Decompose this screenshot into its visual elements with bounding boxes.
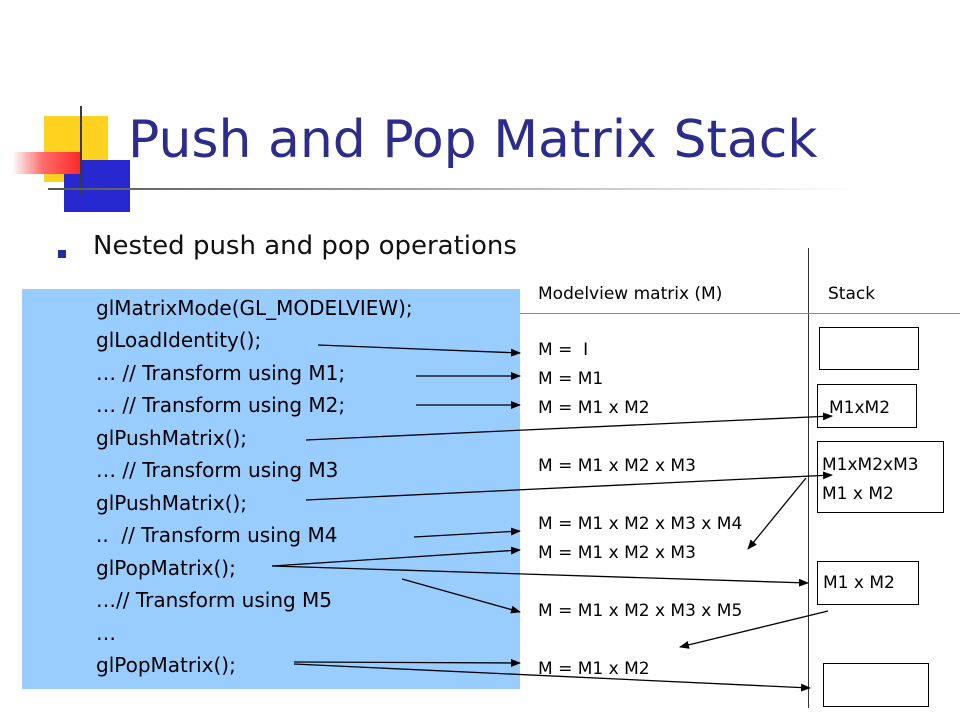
code-line: … // Transform using M1; xyxy=(96,361,346,385)
modelview-line: M = M1 x M2 x M3 xyxy=(538,456,696,476)
code-line: …// Transform using M5 xyxy=(96,588,333,612)
logo-vertical-line xyxy=(80,106,82,196)
arrow-pop1-to-stack xyxy=(271,565,809,587)
modelview-line: M = M1 x M2 xyxy=(538,398,650,418)
modelview-line: M = I xyxy=(538,340,589,360)
code-line: glMatrixMode(GL_MODELVIEW); xyxy=(96,296,413,320)
modelview-line: M = M1 x M2 x M3 x M5 xyxy=(538,601,743,621)
stack-entry-m1m2: M1 x M2 xyxy=(822,484,894,504)
arrow-stack-to-m xyxy=(747,477,807,550)
header-divider xyxy=(520,313,960,314)
code-line: … xyxy=(96,621,116,645)
code-line: glPopMatrix(); xyxy=(96,556,236,580)
code-line: glLoadIdentity(); xyxy=(96,328,262,352)
stack-divider-vertical xyxy=(808,248,809,708)
code-line: .. // Transform using M4 xyxy=(96,523,338,547)
arrow-push2 xyxy=(305,471,833,501)
bullet-marker xyxy=(58,250,66,258)
code-line: … // Transform using M3 xyxy=(96,458,339,482)
modelview-header: Modelview matrix (M) xyxy=(538,284,723,304)
stack-box-after-pop xyxy=(817,561,919,605)
stack-box-after-pop-label: M1 x M2 xyxy=(823,573,895,593)
bullet-text: Nested push and pop operations xyxy=(93,231,517,261)
logo-red-glow xyxy=(12,152,80,174)
arrow-loadidentity xyxy=(317,344,521,357)
modelview-line: M = M1 x M2 x M3 xyxy=(538,543,696,563)
stack-entry-m1m2m3: M1xM2xM3 xyxy=(822,455,919,475)
arrow-m5 xyxy=(401,578,521,614)
stack-box-empty-bottom xyxy=(823,663,929,707)
stack-box-m1m2-label: M1xM2 xyxy=(829,398,891,418)
title-underline xyxy=(48,188,858,190)
arrow-pop2-to-empty xyxy=(293,663,811,692)
arrow-m4 xyxy=(413,527,521,538)
arrow-pop2-to-stack xyxy=(679,610,829,649)
stack-box-m1m2 xyxy=(817,384,917,428)
code-line: glPushMatrix(); xyxy=(96,491,248,515)
code-panel xyxy=(22,289,520,689)
code-line: … // Transform using M2; xyxy=(96,393,346,417)
stack-box-two-entries xyxy=(817,441,944,513)
arrow-pop1-to-m xyxy=(271,546,521,567)
modelview-line: M = M1 x M2 xyxy=(538,659,650,679)
code-line: glPopMatrix(); xyxy=(96,653,236,677)
modelview-line: M = M1 xyxy=(538,369,604,389)
arrow-push1 xyxy=(305,412,833,441)
slide-title: Push and Pop Matrix Stack xyxy=(128,110,818,170)
modelview-line: M = M1 x M2 x M3 x M4 xyxy=(538,514,743,534)
stack-box-empty-top xyxy=(819,327,919,370)
stack-header: Stack xyxy=(828,284,876,304)
arrow-pop2-to-m xyxy=(293,658,521,667)
code-line: glPushMatrix(); xyxy=(96,426,248,450)
